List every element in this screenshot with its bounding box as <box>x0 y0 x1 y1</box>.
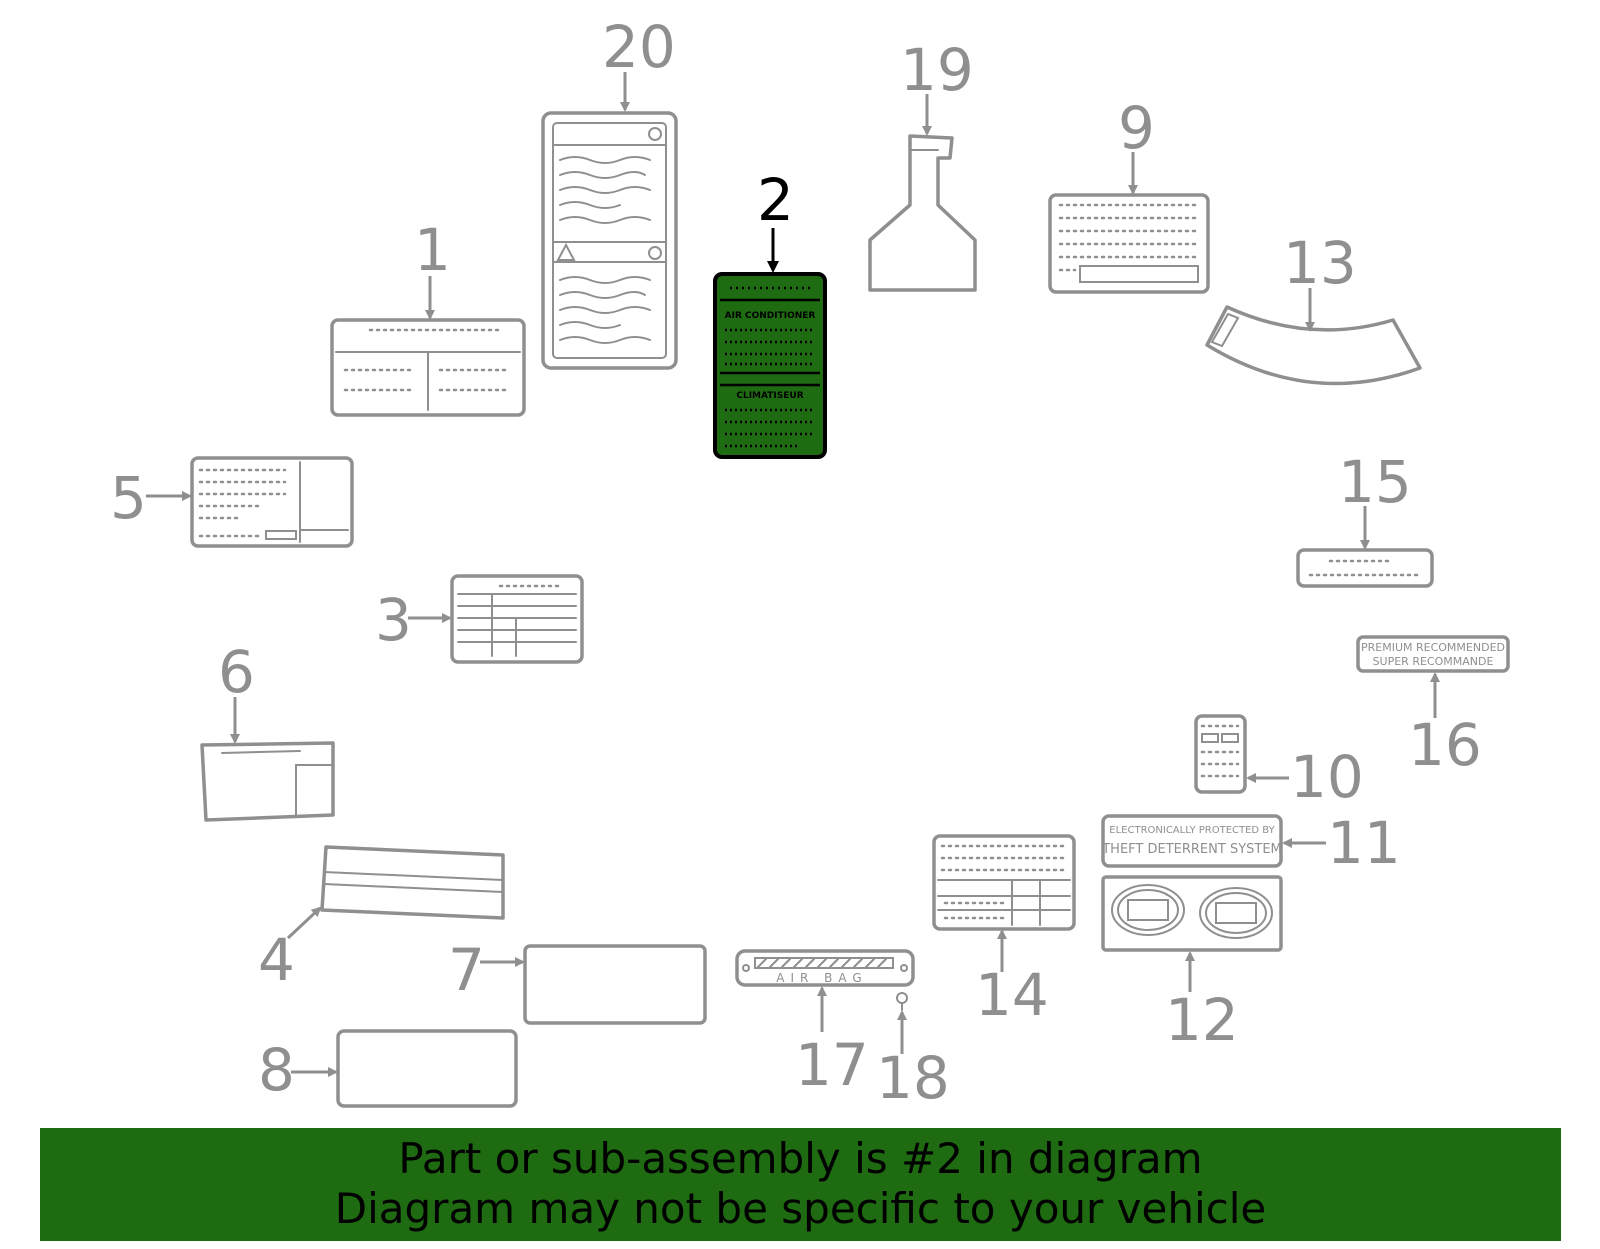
callout-7: 7 <box>448 936 485 1004</box>
callout-5: 5 <box>110 464 147 532</box>
part-13-strip[interactable] <box>1205 305 1422 386</box>
part-14-label[interactable] <box>932 834 1076 931</box>
callout-17: 17 <box>795 1031 869 1099</box>
callout-19: 19 <box>900 36 974 104</box>
fuel-label-line-2: SUPER RECOMMANDE <box>1373 655 1494 668</box>
callout-9: 9 <box>1118 94 1155 162</box>
callout-14: 14 <box>975 961 1049 1029</box>
part-16-fuel-label[interactable]: PREMIUM RECOMMENDED SUPER RECOMMANDE <box>1356 635 1510 673</box>
theft-label-line-1: ELECTRONICALLY PROTECTED BY <box>1109 825 1275 836</box>
callout-2: 2 <box>757 166 794 234</box>
callout-10: 10 <box>1290 743 1364 811</box>
part-4-label[interactable] <box>320 845 505 920</box>
part-8-label[interactable] <box>336 1029 518 1108</box>
part-9-label[interactable] <box>1048 193 1210 294</box>
part-10-label[interactable] <box>1194 714 1247 794</box>
part-2-label-highlighted[interactable]: AIR CONDITIONER CLIMATISEUR <box>713 272 827 459</box>
callout-8: 8 <box>258 1036 295 1104</box>
banner-line-2: Diagram may not be specific to your vehi… <box>334 1184 1267 1233</box>
part-6-label[interactable] <box>200 741 335 822</box>
part-2-heading-2: CLIMATISEUR <box>736 391 803 401</box>
airbag-plate-text: AIR BAG <box>776 971 867 985</box>
info-banner: Part or sub-assembly is #2 in diagram Di… <box>40 1128 1561 1241</box>
callout-3: 3 <box>375 586 412 654</box>
leader-4 <box>286 906 322 940</box>
part-11-theft-label[interactable]: ELECTRONICALLY PROTECTED BY THEFT DETERR… <box>1101 814 1283 868</box>
part-5-label[interactable] <box>190 456 354 548</box>
part-1-label[interactable] <box>330 318 526 417</box>
callout-12: 12 <box>1165 986 1239 1054</box>
banner-line-1: Part or sub-assembly is #2 in diagram <box>398 1134 1203 1183</box>
part-15-label[interactable] <box>1296 548 1434 588</box>
part-19-tag[interactable] <box>868 134 977 292</box>
part-12-emblem-decal[interactable] <box>1101 875 1283 952</box>
part-18-pin[interactable] <box>896 992 908 1011</box>
part-2-heading-1: AIR CONDITIONER <box>725 311 816 321</box>
callout-11: 11 <box>1327 809 1401 877</box>
callout-18: 18 <box>876 1044 950 1112</box>
part-7-label[interactable] <box>523 944 707 1025</box>
callout-13: 13 <box>1283 229 1357 297</box>
part-3-label[interactable] <box>450 574 584 664</box>
theft-label-line-2: THEFT DETERRENT SYSTEM <box>1101 842 1282 857</box>
callout-15: 15 <box>1338 448 1412 516</box>
callout-20: 20 <box>602 13 676 81</box>
callout-16: 16 <box>1408 711 1482 779</box>
part-20-label[interactable] <box>541 111 678 370</box>
part-17-airbag-plate[interactable]: AIR BAG <box>735 949 915 987</box>
fuel-label-line-1: PREMIUM RECOMMENDED <box>1361 641 1505 654</box>
callout-6: 6 <box>218 638 255 706</box>
callout-1: 1 <box>414 216 451 284</box>
